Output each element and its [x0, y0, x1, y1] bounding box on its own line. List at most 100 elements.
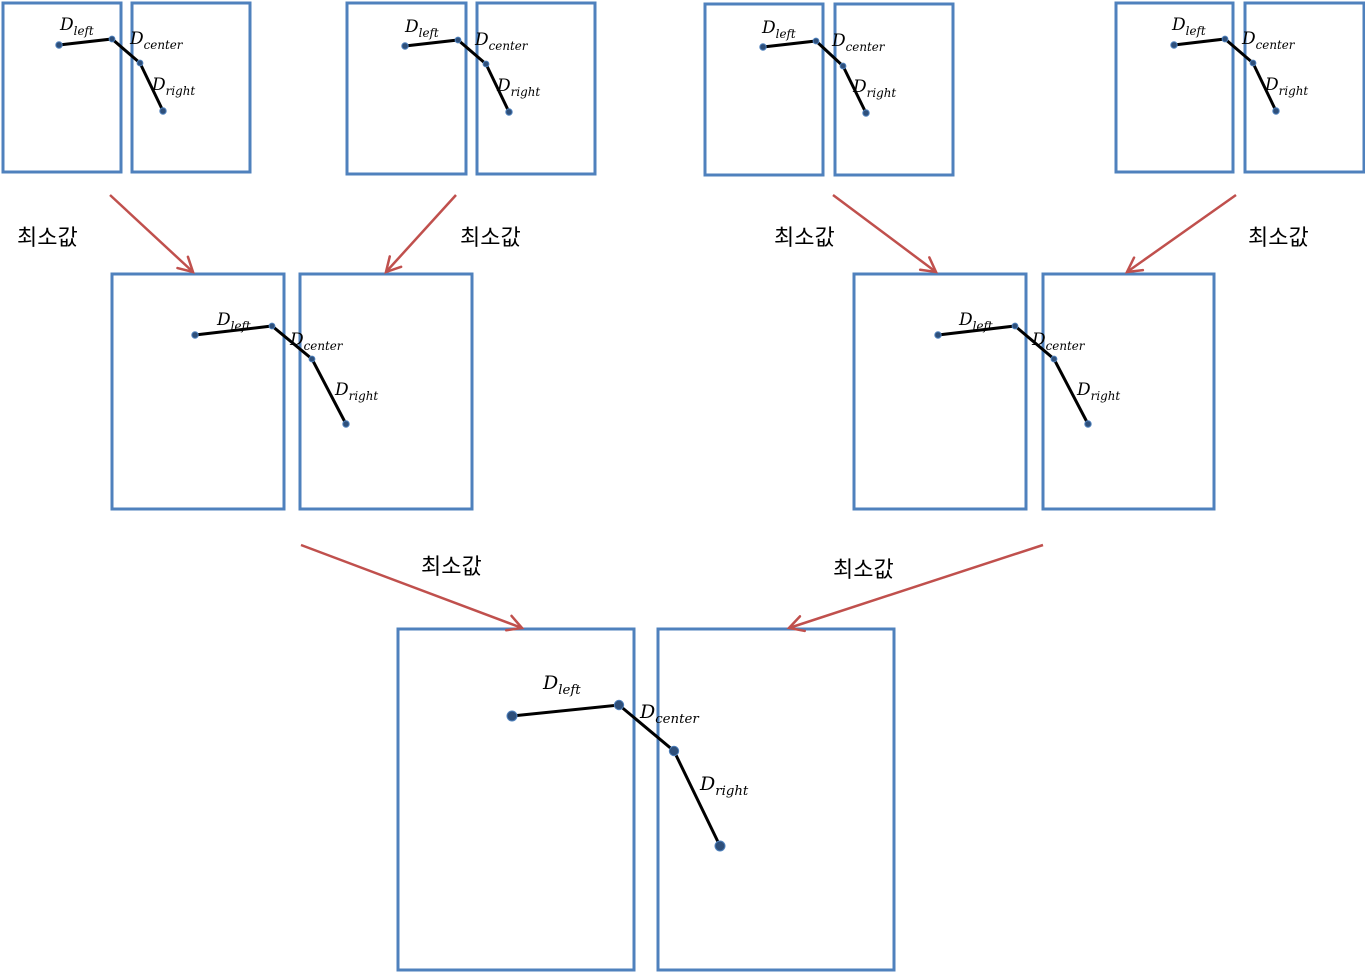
- left-frame: [345, 1, 468, 176]
- left-frame: [1, 1, 123, 174]
- disparity-path: [762, 39, 868, 114]
- min-label-2: 최소값: [460, 226, 521, 251]
- path-point: [839, 62, 847, 70]
- right-frame: [475, 1, 597, 176]
- label-d-left: Dleft: [958, 310, 993, 333]
- right-frame: [298, 272, 474, 511]
- label-d-right: Dright: [1076, 380, 1120, 403]
- label-d-center: Dcenter: [129, 29, 184, 52]
- arrow-6: [786, 543, 1044, 633]
- arrow-shaft: [385, 194, 457, 273]
- label-d-right: Dright: [1264, 75, 1308, 98]
- path-point: [1050, 355, 1058, 363]
- path-point: [268, 322, 276, 330]
- right-frame: [1243, 1, 1365, 174]
- path-point: [401, 42, 409, 50]
- arrow-2: [384, 194, 457, 274]
- right-frame: [833, 2, 955, 177]
- right-frame: [1041, 272, 1216, 511]
- label-d-center: Dcenter: [1241, 29, 1296, 52]
- label-d-left: Dleft: [542, 672, 581, 698]
- arrow-head: [176, 255, 195, 274]
- min-label-5: 최소값: [421, 555, 482, 580]
- right-frame: [656, 627, 896, 972]
- disparity-path: [58, 37, 165, 112]
- label-d-center: Dcenter: [474, 30, 529, 53]
- right-frame: [130, 1, 252, 174]
- label-d-left: Dleft: [59, 15, 94, 38]
- path-point: [159, 107, 167, 115]
- path-point: [308, 355, 316, 363]
- min-label-4: 최소값: [1248, 226, 1309, 251]
- path-point: [1249, 59, 1257, 67]
- path-point: [108, 35, 116, 43]
- arrow-shaft: [832, 193, 937, 274]
- path-point: [505, 108, 513, 116]
- disparity-path: [511, 703, 722, 847]
- path-point: [759, 43, 767, 51]
- path-point: [136, 59, 144, 67]
- path-point: [862, 109, 870, 117]
- path-point: [191, 331, 199, 339]
- arrow-head: [384, 255, 403, 274]
- label-d-left: Dleft: [404, 17, 439, 40]
- arrow-5: [300, 543, 525, 632]
- disparity-path: [194, 324, 348, 425]
- arrow-shaft: [788, 543, 1044, 630]
- path-point: [714, 840, 726, 852]
- label-d-center: Dcenter: [831, 31, 886, 54]
- label-d-left: Dleft: [761, 18, 796, 41]
- min-label-1: 최소값: [17, 226, 78, 251]
- min-label-3: 최소값: [774, 226, 835, 251]
- label-d-right: Dright: [852, 77, 896, 100]
- left-frame: [852, 272, 1028, 511]
- path-point: [1170, 41, 1178, 49]
- path-point: [1272, 107, 1280, 115]
- path-point: [812, 37, 820, 45]
- path-point: [1221, 35, 1229, 43]
- label-d-left: Dleft: [1171, 15, 1206, 38]
- label-d-right: Dright: [151, 75, 195, 98]
- path-point: [668, 745, 680, 757]
- arrow-1: [109, 194, 195, 274]
- label-d-right: Dright: [699, 773, 749, 799]
- arrow-shaft: [300, 543, 523, 630]
- arrow-head: [504, 614, 525, 632]
- path-point: [342, 420, 350, 428]
- arrow-3: [832, 193, 939, 274]
- label-d-center: Dcenter: [639, 701, 700, 727]
- path-point: [1084, 420, 1092, 428]
- arrow-head: [786, 615, 806, 633]
- arrow-shaft: [1126, 193, 1237, 274]
- label-d-center: Dcenter: [1031, 330, 1086, 353]
- label-d-right: Dright: [496, 76, 540, 99]
- left-frame: [1114, 1, 1235, 174]
- path-point: [506, 710, 518, 722]
- path-point: [934, 331, 942, 339]
- arrow-shaft: [109, 194, 194, 273]
- arrow-head: [918, 256, 939, 274]
- label-d-center: Dcenter: [289, 330, 344, 353]
- left-frame: [110, 272, 286, 511]
- arrow-4: [1124, 193, 1237, 274]
- label-d-right: Dright: [334, 380, 378, 403]
- left-frame: [703, 2, 825, 177]
- path-point: [454, 36, 462, 44]
- arrow-head: [1124, 256, 1145, 274]
- disparity-path: [1173, 37, 1278, 112]
- path-point: [55, 41, 63, 49]
- path-point: [1011, 322, 1019, 330]
- path-point: [482, 60, 490, 68]
- disparity-path: [937, 324, 1090, 425]
- left-frame: [396, 627, 636, 972]
- disparity-path: [404, 38, 511, 113]
- min-label-6: 최소값: [833, 558, 894, 583]
